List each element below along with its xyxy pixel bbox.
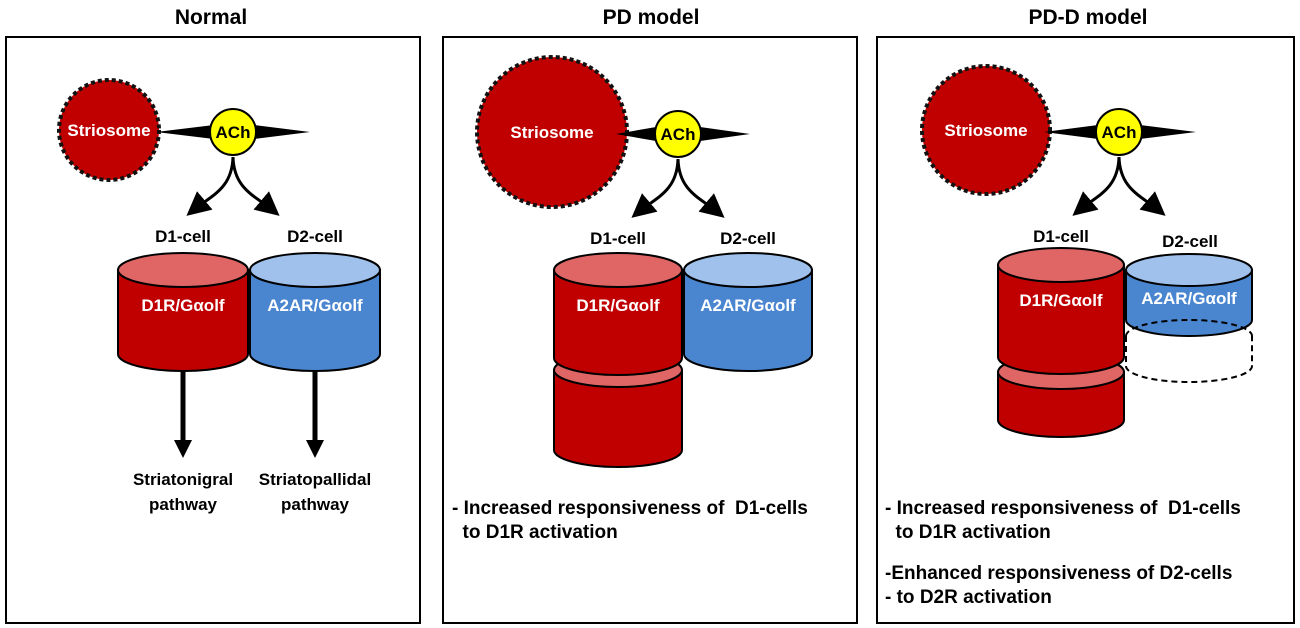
striatopallidal-label-line1: Striatopallidal — [259, 470, 371, 489]
d1-cell-label: D1-cell — [1033, 227, 1089, 246]
d2-receptor-label: A2AR/Gαolf — [267, 296, 363, 315]
arrow-to-d2-cell — [231, 156, 280, 216]
arrow-to-d2-cell — [1117, 156, 1166, 216]
striatopallidal-label-line2: pathway — [281, 495, 350, 514]
d2-receptor-cylinder — [249, 252, 381, 372]
d2-receptor-cylinder-reduced — [1125, 253, 1253, 383]
arrow-to-d1-cell — [186, 156, 235, 216]
panel-frame — [876, 36, 1295, 624]
ach-dendrite-right — [700, 127, 750, 141]
note-d1-line1: - Increased responsiveness of D1-cells — [452, 498, 808, 519]
striosome-node — [57, 78, 161, 182]
panel-frame — [442, 36, 858, 624]
ach-node — [1095, 108, 1143, 156]
arrowhead-striatopallidal — [306, 440, 324, 458]
d2-cell-label: D2-cell — [720, 229, 776, 248]
ach-node — [209, 108, 257, 156]
ach-dendrite-left — [156, 125, 214, 139]
panel-title: Normal — [175, 6, 247, 29]
panel-title: PD-D model — [1028, 6, 1147, 29]
striosome-label: Striosome — [510, 123, 593, 142]
panel-frame — [5, 36, 421, 624]
panel-title: PD model — [603, 6, 700, 29]
d1-receptor-label: D1R/Gαolf — [576, 296, 660, 315]
panel-pd-model: PD model Striosome ACh D1-cell D2-cell D… — [442, 6, 858, 624]
note-d1-line2: to D1R activation — [452, 522, 618, 543]
arrowhead-striatonigral — [174, 440, 192, 458]
d1-receptor-label: D1R/Gαolf — [141, 296, 225, 315]
d1-receptor-cylinder-enlarged — [997, 247, 1125, 438]
d1-cell-label: D1-cell — [590, 229, 646, 248]
arrow-to-d1-cell — [631, 158, 680, 218]
ach-dendrite-right — [254, 125, 310, 139]
ach-node — [654, 110, 702, 158]
note-d2-line2: - to D2R activation — [885, 587, 1052, 608]
d2-receptor-label: A2AR/Gαolf — [700, 296, 796, 315]
d2-receptor-label: A2AR/Gαolf — [1141, 289, 1237, 308]
d1-receptor-label: D1R/Gαolf — [1019, 291, 1103, 310]
d1-receptor-cylinder — [117, 252, 249, 372]
d2-receptor-cylinder — [683, 252, 813, 372]
arrow-to-d2-cell — [676, 158, 725, 218]
striosome-label: Striosome — [944, 121, 1027, 140]
ach-dendrite-right — [1140, 125, 1196, 139]
note-d1-line2: to D1R activation — [885, 522, 1051, 543]
panel-normal: Normal Striosome ACh D1-cell D2-cell D1R… — [5, 6, 421, 624]
ach-dendrite-left — [1044, 125, 1098, 139]
ach-dendrite-left — [616, 127, 656, 141]
ach-label: ACh — [1102, 123, 1137, 142]
striatonigral-label-line1: Striatonigral — [133, 470, 233, 489]
arrow-to-d1-cell — [1072, 156, 1121, 216]
striosome-node — [475, 55, 629, 209]
d2-cell-label: D2-cell — [1162, 232, 1218, 251]
striatonigral-label-line2: pathway — [149, 495, 218, 514]
panel-pd-d-model: PD-D model Striosome ACh D1-cell D2-cell… — [876, 6, 1295, 624]
note-d2-line1: -Enhanced responsiveness of D2-cells — [885, 563, 1232, 584]
ach-label: ACh — [661, 125, 696, 144]
d1-cell-label: D1-cell — [155, 227, 211, 246]
note-d1-line1: - Increased responsiveness of D1-cells — [885, 498, 1241, 519]
d1-receptor-cylinder-enlarged — [553, 252, 683, 468]
ach-label: ACh — [216, 123, 251, 142]
striosome-label: Striosome — [67, 121, 150, 140]
d2-cell-label: D2-cell — [287, 227, 343, 246]
striosome-node — [920, 64, 1052, 196]
